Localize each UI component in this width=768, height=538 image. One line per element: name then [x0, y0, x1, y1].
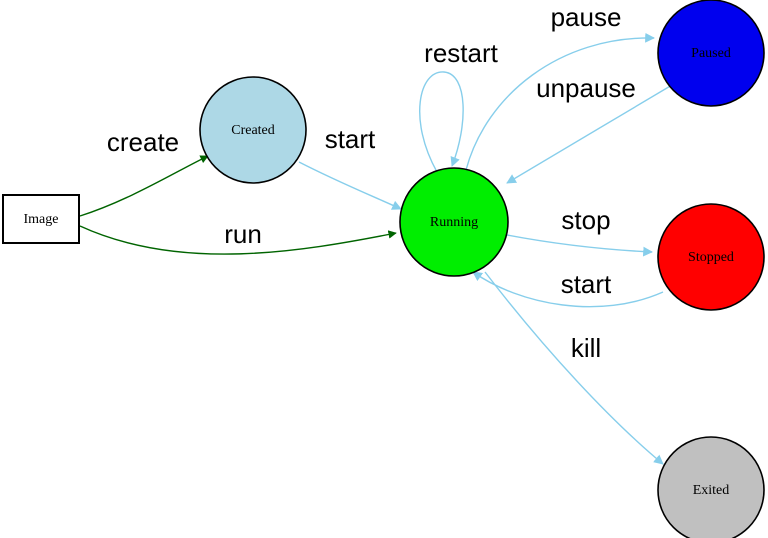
node-label-image: Image: [24, 212, 59, 227]
node-created[interactable]: Created: [199, 76, 307, 184]
edge-pause[interactable]: [465, 32, 655, 171]
edge-label-unpause: unpause: [536, 73, 636, 103]
edge-create[interactable]: [79, 155, 209, 217]
image-box-shape: [2, 194, 80, 244]
edge-label-stop: stop: [561, 205, 610, 235]
node-image[interactable]: Image: [2, 194, 80, 244]
edge-label-create: create: [107, 127, 179, 157]
node-stopped[interactable]: Stopped: [657, 203, 765, 311]
running-circle-shape: [399, 167, 509, 277]
edge-unpause[interactable]: [506, 84, 673, 184]
node-paused[interactable]: Paused: [657, 0, 765, 107]
edge-stop[interactable]: [506, 234, 653, 257]
node-running[interactable]: Running: [399, 167, 509, 277]
edge-restart[interactable]: [419, 71, 464, 173]
node-label-created: Created: [231, 123, 275, 138]
node-label-stopped: Stopped: [688, 250, 734, 265]
edge-kill[interactable]: [484, 271, 664, 465]
edge-label-start-created: start: [325, 124, 376, 154]
exited-circle-shape: [657, 436, 765, 538]
node-exited[interactable]: Exited: [657, 436, 765, 538]
node-label-paused: Paused: [691, 46, 731, 61]
edge-run[interactable]: [79, 225, 397, 255]
edge-label-kill: kill: [571, 333, 601, 363]
paused-circle-shape: [657, 0, 765, 107]
edge-label-pause: pause: [551, 2, 622, 32]
created-circle-shape: [199, 76, 307, 184]
node-label-exited: Exited: [693, 483, 730, 498]
edge-start-created[interactable]: [298, 161, 402, 210]
edge-label-start-stopped: start: [561, 269, 612, 299]
edge-label-run: run: [224, 219, 262, 249]
edge-labels-layer: create run start restart pause unpause s…: [107, 2, 636, 363]
stopped-circle-shape: [657, 203, 765, 311]
edges-layer: [79, 32, 673, 465]
edge-label-restart: restart: [424, 38, 498, 68]
node-label-running: Running: [430, 215, 478, 230]
edge-start-stopped[interactable]: [472, 271, 664, 308]
